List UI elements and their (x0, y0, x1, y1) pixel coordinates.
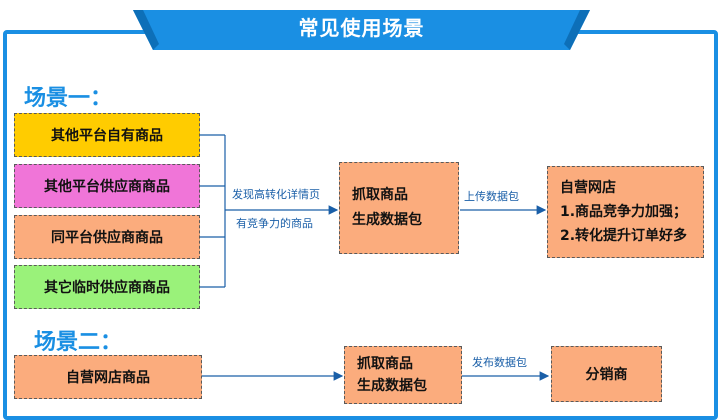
scenario2-title: 场景二： (34, 330, 123, 355)
result-box-1-line2: 2.转化提升订单好多 (560, 228, 688, 244)
source-box-selfstore: 自营网店商品 (14, 355, 202, 399)
result-box-1-title: 自营网店 (560, 180, 616, 196)
result-box-distributor: 分销商 (551, 346, 662, 402)
process-box-1: 抓取商品 生成数据包 (339, 162, 459, 254)
banner-shape (133, 10, 590, 50)
source-box-2: 其他平台供应商商品 (14, 164, 200, 208)
source-box-1: 其他平台自有商品 (14, 113, 200, 157)
edge-label-competitive: 有竞争力的商品 (236, 217, 313, 230)
result-box-1-line1: 1.商品竞争力加强； (560, 204, 688, 220)
scenario1-title: 场景一： (24, 86, 113, 111)
source-box-4: 其它临时供应商商品 (14, 265, 200, 309)
edge-label-find: 发现高转化详情页 (232, 188, 320, 201)
process-box-2-line2: 生成数据包 (357, 378, 427, 394)
header-banner: 常见使用场景 (133, 8, 590, 50)
page-title: 常见使用场景 (298, 16, 425, 40)
process-box-1-line2: 生成数据包 (352, 212, 422, 228)
result-box-1: 自营网店 1.商品竞争力加强； 2.转化提升订单好多 (547, 166, 704, 258)
process-box-2-line1: 抓取商品 (357, 356, 413, 372)
edge-label-publish: 发布数据包 (472, 356, 527, 369)
process-box-2: 抓取商品 生成数据包 (344, 346, 462, 404)
source-box-3: 同平台供应商商品 (14, 215, 200, 259)
edge-label-upload: 上传数据包 (464, 190, 519, 203)
process-box-1-line1: 抓取商品 (352, 187, 408, 203)
